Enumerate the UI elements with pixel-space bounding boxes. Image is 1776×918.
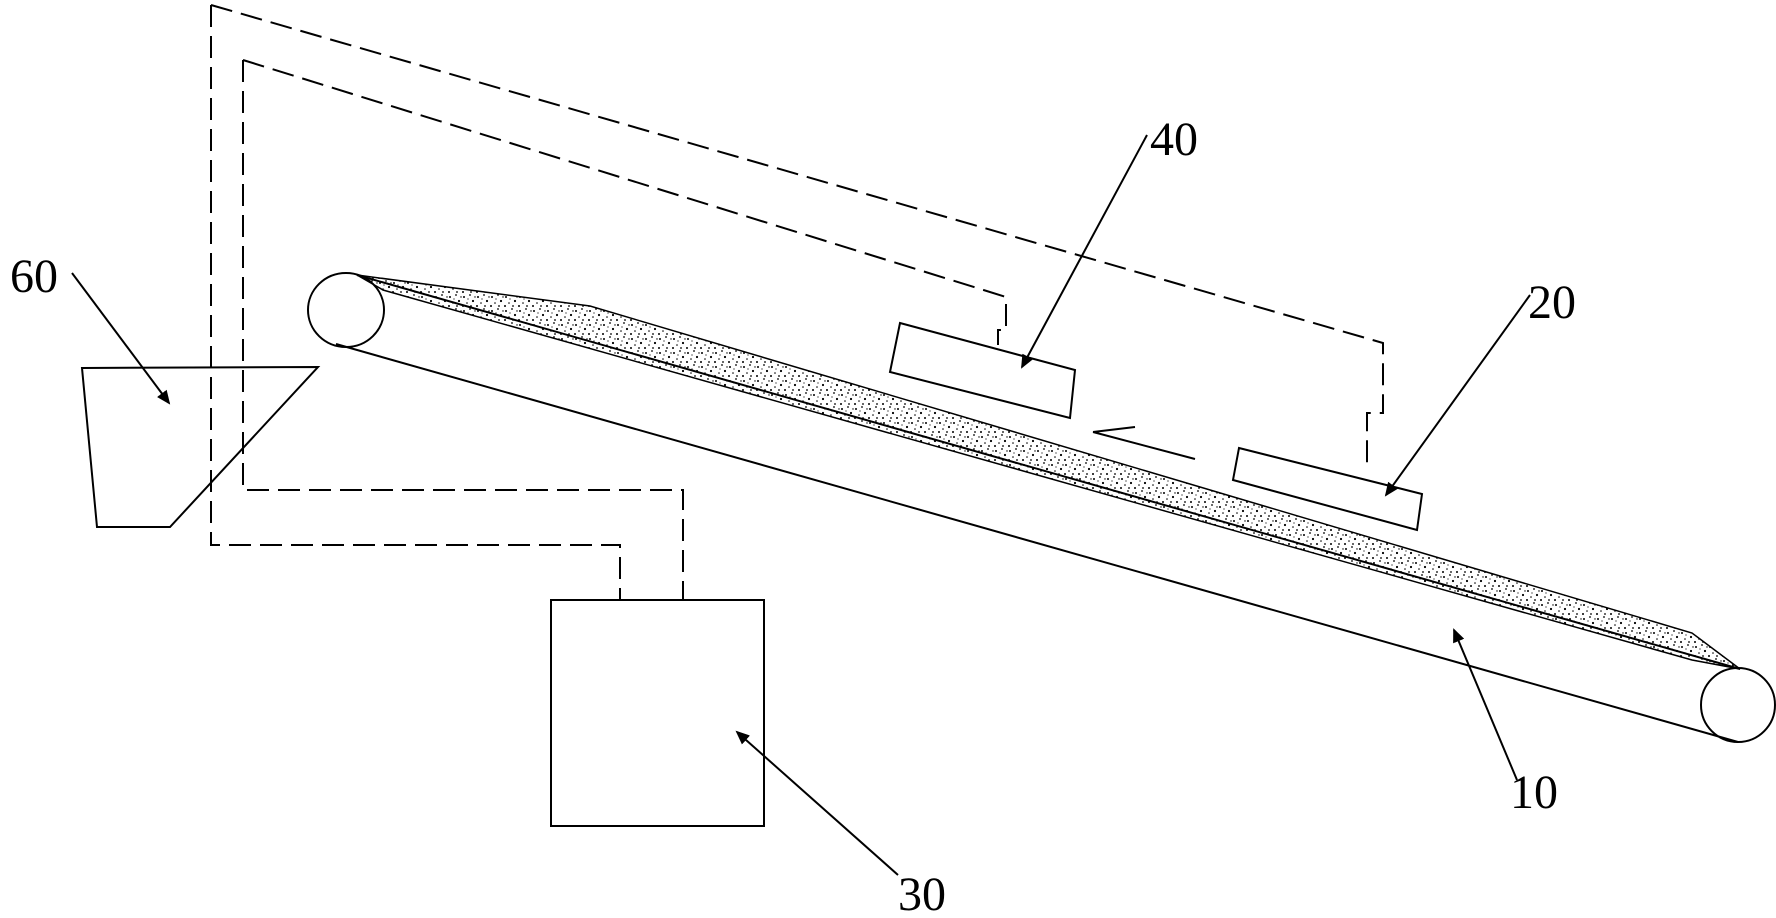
belt-direction-arrow (1092, 426, 1196, 460)
label-20: 20 (1528, 276, 1576, 329)
belt-top-edge (356, 274, 1741, 670)
tail-roller (1700, 667, 1776, 743)
sensor-box-40 (888, 321, 1077, 420)
leader-10 (1453, 628, 1518, 781)
label-10: 10 (1510, 766, 1558, 819)
head-roller (307, 272, 385, 348)
collection-bin (80, 365, 321, 528)
leader-20 (1384, 294, 1531, 497)
signal-line-outer (210, 4, 1384, 600)
leader-60 (71, 272, 171, 405)
label-60: 60 (10, 250, 58, 303)
conveyor-belt (307, 272, 1776, 743)
label-40: 40 (1150, 113, 1198, 166)
leader-40 (1021, 134, 1148, 369)
signal-line-inner (242, 59, 1007, 600)
label-30: 30 (898, 868, 946, 918)
leader-30 (735, 730, 899, 876)
belt-bottom-edge (335, 343, 1739, 743)
sensor-box-20 (1231, 446, 1424, 532)
control-box (550, 599, 765, 827)
